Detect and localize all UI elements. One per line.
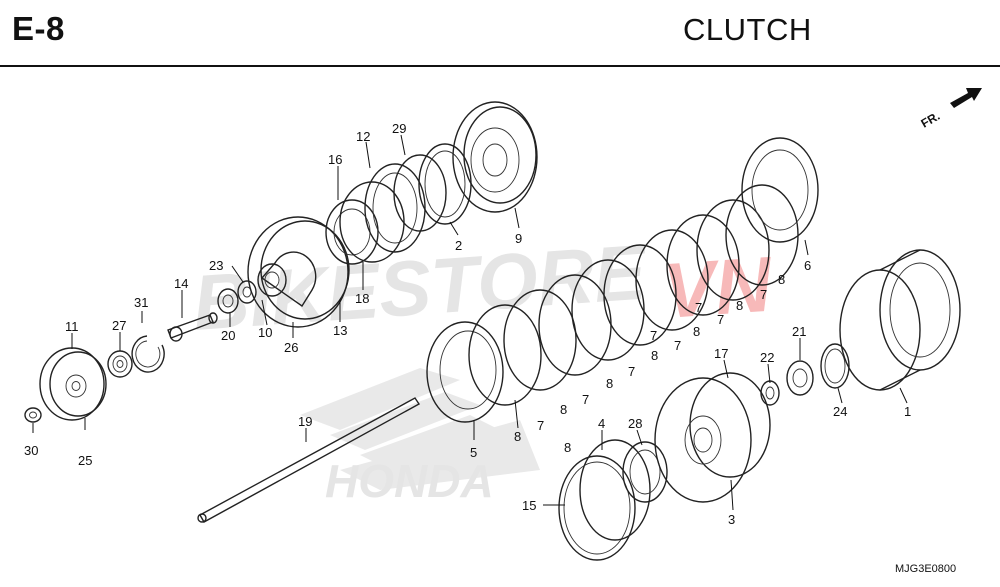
front-direction-indicator: FR.	[919, 88, 982, 131]
part-4-ring	[579, 439, 651, 541]
callout-27: 27	[112, 318, 126, 333]
callout-8a: 8	[514, 429, 521, 444]
diagram-code: MJG3E0800	[895, 563, 957, 575]
callout-12: 12	[356, 129, 370, 144]
callout-7h: 7	[695, 300, 702, 315]
part-3-clutch-outer-hub	[654, 372, 771, 503]
part-29-spring	[393, 154, 447, 232]
leader-lines	[32, 134, 908, 511]
part-1-clutch-outer	[839, 249, 961, 391]
callout-18: 18	[355, 291, 369, 306]
direction-arrow-icon	[950, 88, 982, 108]
callout-8e: 8	[693, 324, 700, 339]
part-11-25-lifter-plate	[39, 347, 107, 421]
plate-8a	[468, 304, 542, 406]
disc-7d	[696, 199, 770, 301]
part-22-washer	[760, 380, 780, 406]
callout-17: 17	[714, 346, 728, 361]
watermark: BIKESTORE VN HONDA	[190, 227, 776, 507]
callout-7g: 7	[650, 328, 657, 343]
callout-28: 28	[628, 416, 642, 431]
part-31-snap-ring	[131, 335, 165, 373]
callout-7b: 7	[582, 392, 589, 407]
callout-8h: 8	[564, 440, 571, 455]
direction-label: FR.	[919, 109, 943, 131]
callout-10: 10	[258, 325, 272, 340]
callout-2: 2	[455, 238, 462, 253]
callout-20: 20	[221, 328, 235, 343]
callout-8b: 8	[560, 402, 567, 417]
part-6-friction-disc	[741, 137, 819, 243]
callout-7c: 7	[628, 364, 635, 379]
disc-7b	[571, 259, 645, 361]
callout-5: 5	[470, 445, 477, 460]
callout-21: 21	[792, 324, 806, 339]
part-12-seat	[364, 163, 426, 253]
watermark-wing-logo	[300, 368, 540, 490]
disc-7c	[635, 229, 709, 331]
callout-8d: 8	[651, 348, 658, 363]
callout-15: 15	[522, 498, 536, 513]
clutch-disc-stack	[426, 137, 819, 423]
callout-8f: 8	[736, 298, 743, 313]
callout-7e: 7	[717, 312, 724, 327]
callout-9: 9	[515, 231, 522, 246]
part-5-friction-disc	[426, 321, 504, 423]
plate-8e	[725, 184, 799, 286]
part-9-clutch-center	[452, 101, 538, 213]
callout-7a: 7	[537, 418, 544, 433]
callout-26: 26	[284, 340, 298, 355]
callout-4: 4	[598, 416, 605, 431]
callout-31: 31	[134, 295, 148, 310]
callout-6: 6	[804, 258, 811, 273]
watermark-brand-text: HONDA	[325, 455, 494, 507]
part-15-o-ring	[558, 455, 636, 561]
plate-8d	[666, 214, 740, 316]
part-27-bearing	[107, 350, 133, 378]
part-19-push-rod	[197, 397, 421, 523]
callout-13: 13	[333, 323, 347, 338]
page-header: E-8 CLUTCH	[0, 0, 1000, 67]
callout-23: 23	[209, 258, 223, 273]
callout-30: 30	[24, 443, 38, 458]
callout-1: 1	[904, 404, 911, 419]
part-24-washer	[820, 343, 850, 389]
callout-14: 14	[174, 276, 188, 291]
section-code: E-8	[12, 10, 65, 47]
callout-29: 29	[392, 121, 406, 136]
callout-25: 25	[78, 453, 92, 468]
callout-3: 3	[728, 512, 735, 527]
callout-19: 19	[298, 414, 312, 429]
part-20-bearing	[217, 288, 239, 314]
callout-16: 16	[328, 152, 342, 167]
part-30-washer	[24, 407, 42, 423]
callout-8c: 8	[606, 376, 613, 391]
callout-24: 24	[833, 404, 847, 419]
part-26-pressure-plate	[247, 216, 350, 328]
disc-7a	[503, 289, 577, 391]
section-title: CLUTCH	[683, 12, 812, 47]
callout-7d: 7	[674, 338, 681, 353]
callout-labels: 1 2 3 4 5 6 7 7 7 7 7 7 7 7 8 8 8 8 8 8 …	[24, 121, 911, 527]
part-21-lock-nut	[786, 360, 814, 396]
header-divider	[0, 65, 1000, 67]
part-14-lifter-rod	[167, 312, 218, 342]
part-28-seal	[622, 441, 668, 503]
callout-8g: 8	[778, 272, 785, 287]
plate-8c	[603, 244, 677, 346]
callout-22: 22	[760, 350, 774, 365]
callout-11: 11	[65, 319, 79, 334]
callout-7f: 7	[760, 287, 767, 302]
